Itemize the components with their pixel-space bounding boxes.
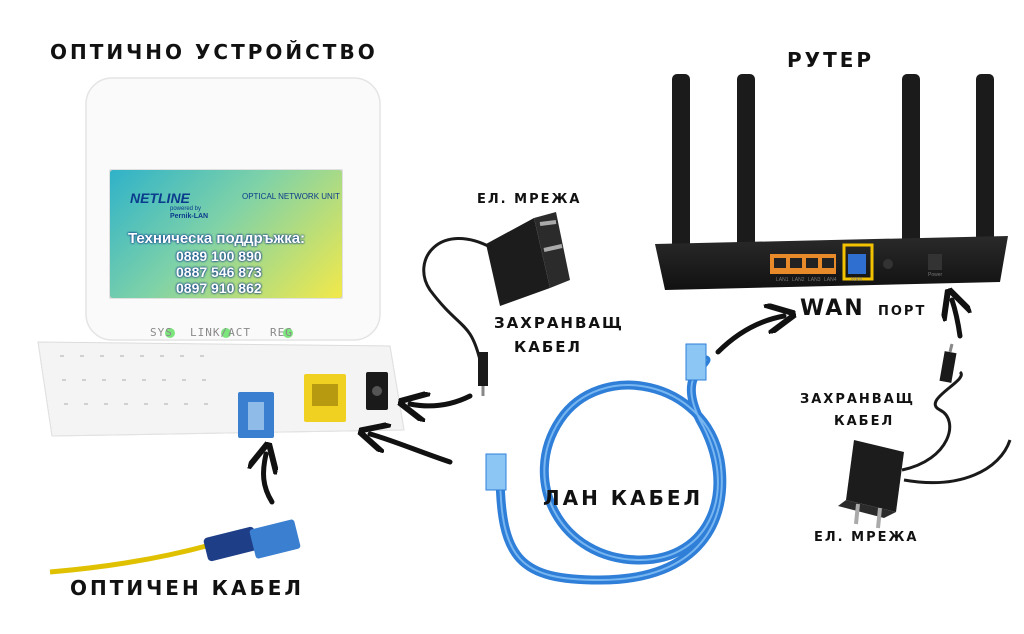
- router-port-label: LAN2: [792, 277, 805, 283]
- led-reg-indicator: [283, 328, 293, 338]
- led-link-label: LINK/ACT: [190, 326, 251, 339]
- router-port-label: LAN1: [776, 277, 789, 283]
- arrow-power-to-router: [952, 300, 960, 339]
- router: [655, 74, 1008, 290]
- led-sys-indicator: [165, 328, 175, 338]
- sc-connector: [249, 519, 301, 559]
- power-grid-label: ЕЛ. МРЕЖА: [477, 192, 582, 207]
- rj45-connector: [685, 343, 707, 381]
- antenna: [672, 74, 690, 249]
- optical-cable: [49, 519, 301, 575]
- ont-base: [37, 341, 405, 438]
- arrow-lan-to-wan: [715, 316, 784, 355]
- power-adapter-2: [838, 343, 1012, 529]
- router-port-label: LAN3: [808, 277, 821, 283]
- led-sys-label: SYS: [150, 326, 173, 339]
- wan-highlight: [842, 243, 874, 281]
- router-port-label: WAN: [851, 277, 863, 283]
- unit-name: OPTICAL NETWORK UNIT: [242, 192, 340, 201]
- arrows: [264, 300, 960, 505]
- power-cable-label: ЗАХРАНВАЩ: [494, 314, 624, 332]
- power-adapter-1: [422, 212, 570, 396]
- port-label: ПОРТ: [878, 304, 927, 319]
- router-port-label: Power: [928, 272, 943, 278]
- support-phone: 0889 100 890: [176, 248, 262, 264]
- wan-label: WAN: [800, 296, 865, 321]
- support-phone: 0897 910 862: [176, 280, 262, 296]
- support-phone: 0887 546 873: [176, 264, 262, 280]
- antenna: [902, 74, 920, 249]
- optical-cable-label: ОПТИЧЕН КАБЕЛ: [70, 576, 304, 600]
- arrow-power-to-ont: [410, 396, 473, 406]
- router-port-label: LAN4: [824, 277, 837, 283]
- power-grid-label: ЕЛ. МРЕЖА: [814, 530, 919, 545]
- antenna: [976, 74, 994, 249]
- led-reg-label: REG: [270, 326, 293, 339]
- antenna: [737, 74, 755, 249]
- power-cable-label: ЗАХРАНВАЩ: [800, 392, 915, 407]
- power-cable-label: КАБЕЛ: [834, 414, 895, 429]
- led-link-indicator: [221, 328, 231, 338]
- rj45-connector: [485, 453, 507, 491]
- router-label: РУТЕР: [787, 48, 875, 72]
- powered-by-text: powered by: [170, 206, 202, 212]
- powered-company: Pernik-LAN: [170, 213, 209, 220]
- arrow-lan-to-ont: [370, 434, 453, 465]
- support-title: Техническа поддръжка:: [128, 230, 306, 247]
- power-cable-label: КАБЕЛ: [514, 338, 583, 356]
- lan-cable-label: ЛАН КАБЕЛ: [543, 486, 704, 510]
- optical-device-label: ОПТИЧНО УСТРОЙСТВО: [50, 40, 378, 64]
- brand-logo: NETLINE: [130, 190, 190, 206]
- wan-port: [848, 254, 866, 274]
- arrow-fiber-to-ont: [264, 454, 272, 505]
- lan-cable: [485, 343, 727, 585]
- ont-screen: NETLINE powered by Pernik-LAN OPTICAL NE…: [110, 170, 342, 298]
